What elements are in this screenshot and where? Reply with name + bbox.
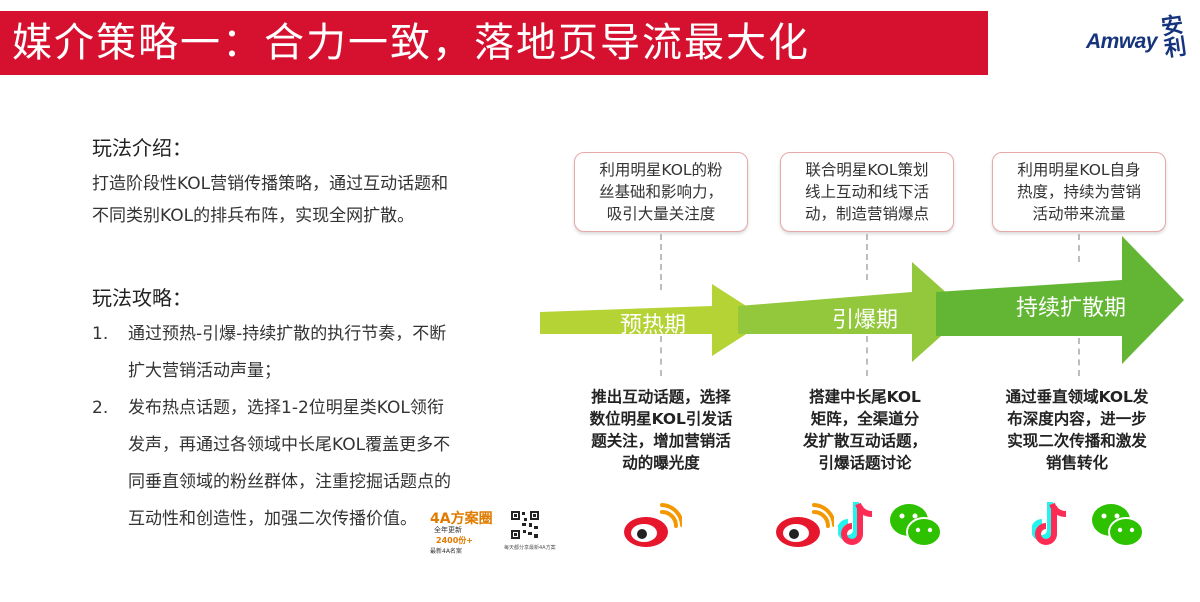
callout-line: 吸引大量关注度 [606, 205, 716, 223]
douyin-icon [1032, 502, 1067, 545]
watermark-title: 4A方案圈 [430, 511, 493, 527]
intro-heading: 玩法介绍： [92, 136, 192, 160]
callout-line: 利用明星KOL自身 [1017, 161, 1141, 179]
watermark: 4A方案圈 全年更新 2400份+ 最新4A名案 每天都分享最新4A方案 [424, 508, 556, 558]
connector-line [660, 336, 662, 376]
desc-ignite: 搭建中长尾KOL 矩阵，全渠道分 发扩散互动话题， 引爆话题讨论 [770, 386, 960, 474]
strategy-line: 发声，再通过各领域中长尾KOL覆盖更多不 [128, 435, 451, 455]
callout-preheat: 利用明星KOL的粉 丝基础和影响力， 吸引大量关注度 [574, 152, 748, 232]
desc-line: 矩阵，全渠道分 [810, 410, 920, 428]
callout-line: 联合明星KOL策划 [805, 161, 929, 179]
amway-logo: Amway 安利 [1082, 13, 1192, 66]
page-title: 媒介策略一：合力一致，落地页导流最大化 [12, 20, 810, 66]
douyin-icon [838, 502, 873, 545]
desc-line: 题关注，增加营销活 [591, 432, 731, 450]
strategy-line: 通过预热-引爆-持续扩散的执行节奏，不断 [128, 324, 447, 344]
strategy-line: 扩大营销活动声量； [128, 361, 281, 381]
arrow-preheat [540, 284, 768, 356]
desc-preheat: 推出互动话题，选择 数位明星KOL引发话 题关注，增加营销活 动的曝光度 [566, 386, 756, 474]
callout-sustain: 利用明星KOL自身 热度，持续为营销 活动带来流量 [992, 152, 1166, 232]
phase-label-sustain: 持续扩散期 [1016, 296, 1127, 321]
qr-code-icon [510, 510, 540, 540]
wechat-icon [890, 504, 942, 547]
title-bar: 媒介策略一：合力一致，落地页导流最大化 [0, 11, 988, 75]
watermark-line: 2400份+ [436, 536, 473, 545]
logo-wordmark: Amway [1086, 30, 1158, 53]
callout-line: 动，制造营销爆点 [804, 205, 929, 223]
connector-line [866, 336, 868, 376]
strategy-heading: 玩法攻略： [92, 286, 192, 310]
intro-body: 打造阶段性KOL营销传播策略，通过互动话题和 不同类别KOL的排兵布阵，实现全网… [92, 168, 532, 232]
desc-line: 引爆话题讨论 [818, 454, 912, 472]
desc-line: 实现二次传播和激发 [1007, 432, 1147, 450]
desc-line: 动的曝光度 [622, 454, 700, 472]
desc-line: 推出互动话题，选择 [591, 388, 731, 406]
watermark-line: 最新4A名案 [430, 548, 462, 555]
weibo-icon [624, 503, 682, 547]
callout-line: 线上互动和线下活 [804, 183, 929, 201]
strategy-line: 发布热点话题，选择1-2位明星类KOL领衔 [128, 398, 444, 418]
arrow-sustain [936, 236, 1184, 364]
connector-line [1078, 234, 1080, 262]
weibo-icon [776, 503, 834, 547]
qr-caption: 每天都分享最新4A方案 [504, 545, 556, 551]
desc-sustain: 通过垂直领域KOL发 布深度内容，进一步 实现二次传播和激发 销售转化 [982, 386, 1172, 474]
phase-label-preheat: 预热期 [620, 313, 687, 338]
callout-line: 热度，持续为营销 [1016, 183, 1141, 201]
desc-line: 数位明星KOL引发话 [589, 410, 733, 428]
watermark-line: 全年更新 [434, 526, 462, 534]
strategy-line: 互动性和创造性，加强二次传播价值。 [128, 509, 417, 529]
strategy-item-number: 1. [92, 324, 109, 344]
phase-label-ignite: 引爆期 [832, 308, 899, 333]
callout-line: 利用明星KOL的粉 [599, 161, 723, 179]
connector-line [660, 234, 662, 290]
intro-line: 打造阶段性KOL营销传播策略，通过互动话题和 [92, 174, 449, 194]
intro-line: 不同类别KOL的排兵布阵，实现全网扩散。 [92, 206, 415, 226]
connector-line [866, 234, 868, 280]
strategy-item-number: 2. [92, 398, 109, 418]
desc-line: 销售转化 [1045, 454, 1108, 472]
desc-line: 搭建中长尾KOL [809, 388, 921, 406]
strategy-line: 同垂直领域的粉丝群体，注重挖掘话题点的 [128, 472, 451, 492]
callout-line: 丝基础和影响力， [598, 183, 723, 201]
strategy-item: 2. 发布热点话题，选择1-2位明星类KOL领衔 发声，再通过各领域中长尾KOL… [92, 390, 522, 538]
callout-ignite: 联合明星KOL策划 线上互动和线下活 动，制造营销爆点 [780, 152, 954, 232]
desc-line: 通过垂直领域KOL发 [1005, 388, 1149, 406]
desc-line: 布深度内容，进一步 [1007, 410, 1147, 428]
wechat-icon [1092, 504, 1144, 547]
callout-line: 活动带来流量 [1032, 205, 1126, 223]
connector-line [1078, 338, 1080, 376]
desc-line: 发扩散互动话题， [802, 432, 927, 450]
arrow-ignite [738, 262, 968, 362]
strategy-item: 1. 通过预热-引爆-持续扩散的执行节奏，不断 扩大营销活动声量； [92, 316, 522, 390]
strategy-list: 1. 通过预热-引爆-持续扩散的执行节奏，不断 扩大营销活动声量； 2. 发布热… [92, 316, 522, 538]
